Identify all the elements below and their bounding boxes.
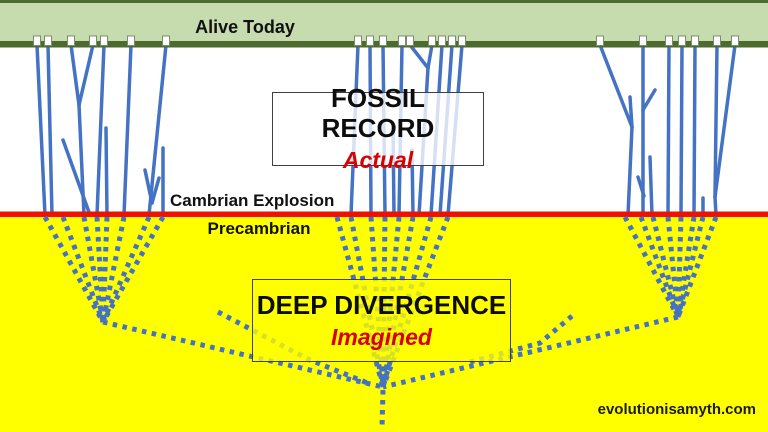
fossil-record-box: FOSSIL RECORD Actual	[272, 83, 484, 173]
living-taxon-tick	[596, 35, 604, 46]
fossil-lineage-line	[61, 138, 92, 217]
fossil-lineage-line	[77, 43, 95, 107]
divergence-dotted-line	[675, 216, 706, 318]
divergence-dotted-line	[622, 215, 681, 319]
divergence-dotted-trunk	[379, 389, 386, 429]
living-taxon-tick	[162, 35, 170, 46]
divergence-dotted-line	[638, 216, 681, 318]
fossil-lineage-line	[95, 43, 106, 217]
living-taxon-tick	[366, 35, 374, 46]
living-taxon-tick	[398, 35, 406, 46]
fossil-lineage-line	[147, 43, 168, 217]
living-taxon-tick	[458, 35, 466, 46]
fossil-lineage-line	[150, 176, 161, 205]
divergence-dotted-trunk	[102, 319, 384, 390]
living-taxon-tick	[354, 35, 362, 46]
divergence-dotted-line	[675, 216, 719, 318]
divergence-dotted-line	[94, 216, 106, 323]
fossil-lineage-line	[69, 43, 81, 107]
fossil-lineage-line	[648, 155, 654, 217]
fossil-lineage-line	[641, 88, 657, 112]
living-taxon-tick	[428, 35, 436, 46]
divergence-dotted-line	[100, 215, 166, 324]
fossil-lineage-line	[104, 126, 109, 217]
fossil-lineage-line	[35, 43, 47, 217]
fossil-record-title: FOSSIL RECORD	[321, 83, 435, 144]
living-taxon-tick	[44, 35, 52, 46]
fossil-lineage-line	[143, 168, 154, 205]
fossil-lineage-line	[666, 43, 671, 217]
divergence-dotted-line	[675, 216, 697, 318]
cambrian-boundary-line	[0, 211, 768, 217]
living-taxon-tick	[438, 35, 446, 46]
divergence-dotted-line	[650, 216, 681, 318]
fossil-lineage-line	[408, 43, 430, 70]
fossil-lineage-line	[713, 43, 719, 199]
fossil-lineage-line	[46, 43, 54, 217]
fossil-lineage-line	[426, 43, 434, 70]
deep-divergence-subtitle: Imagined	[331, 323, 432, 350]
divergence-dotted-trunk	[382, 314, 679, 390]
divergence-dotted-line	[100, 216, 110, 323]
living-taxon-tick	[33, 35, 41, 46]
divergence-dotted-line	[60, 216, 106, 323]
fossil-lineage-line	[713, 43, 737, 199]
fossil-record-subtitle: Actual	[342, 147, 414, 174]
top-border-line	[0, 0, 768, 3]
alive-today-label: Alive Today	[195, 17, 295, 37]
fossil-lineage-line	[122, 43, 133, 217]
living-taxon-tick	[665, 35, 673, 46]
living-taxon-tick	[713, 35, 721, 46]
living-taxon-tick	[678, 35, 686, 46]
living-taxon-tick	[100, 35, 108, 46]
fossil-lineage-line	[692, 43, 697, 217]
living-taxon-tick	[731, 35, 739, 46]
divergence-dotted-line	[81, 216, 106, 323]
living-taxon-tick	[406, 35, 414, 46]
living-taxon-tick	[639, 35, 647, 46]
living-taxon-tick	[89, 35, 97, 46]
living-taxon-tick	[691, 35, 699, 46]
cambrian-explosion-label: Cambrian Explosion	[170, 191, 335, 210]
living-taxon-tick	[379, 35, 387, 46]
deep-divergence-box: DEEP DIVERGENCE Imagined	[252, 279, 511, 362]
fossil-lineage-line	[679, 43, 684, 217]
divergence-dotted-line	[675, 216, 684, 318]
precambrian-label: Precambrian	[207, 219, 311, 238]
watermark-text: evolutionisamyth.com	[597, 401, 756, 418]
living-taxon-tick	[67, 35, 75, 46]
deep-divergence-title: DEEP DIVERGENCE	[256, 289, 507, 320]
fossil-lineage-line	[628, 95, 634, 129]
living-taxon-tick	[448, 35, 456, 46]
living-taxon-tick	[127, 35, 135, 46]
fossil-lineage-line	[598, 43, 634, 129]
fossil-lineage-line	[626, 125, 634, 217]
fossil-lineage-line	[636, 175, 646, 198]
divergence-dotted-line	[100, 216, 127, 323]
